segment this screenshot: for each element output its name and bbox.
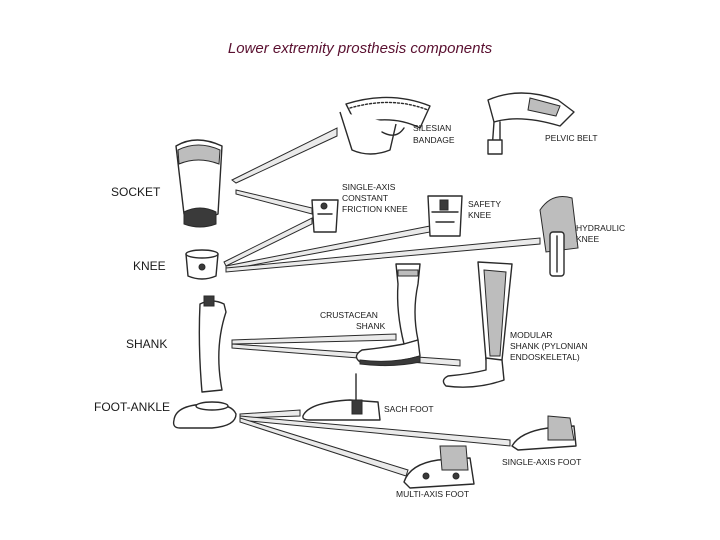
label-crustacean-shank-2: SHANK	[356, 321, 386, 331]
sach-foot-illustration	[302, 373, 381, 421]
connector-socket-silesian	[231, 127, 338, 184]
label-multi-axis-foot: MULTI-AXIS FOOT	[396, 489, 469, 499]
label-crustacean-shank-1: CRUSTACEAN	[320, 310, 378, 320]
connector-lines	[223, 127, 541, 477]
connector-knee-hydraulic	[225, 237, 541, 273]
connector-knee-single	[223, 217, 313, 267]
label-single-axis-foot: SINGLE-AXIS FOOT	[502, 457, 581, 467]
label-hydraulic-knee-2: KNEE	[576, 234, 599, 244]
hydraulic-knee-illustration	[539, 196, 579, 277]
socket-illustration	[175, 139, 223, 228]
shank-illustration	[198, 295, 227, 393]
slide-title: Lower extremity prosthesis components	[227, 40, 493, 57]
single-axis-foot-illustration	[511, 415, 577, 451]
connector-socket-knee	[235, 189, 313, 215]
modular-shank-illustration	[442, 261, 513, 388]
label-modular-shank-2: SHANK (PYLONIAN	[510, 341, 587, 351]
foot-ankle-illustration	[172, 401, 237, 429]
label-socket: SOCKET	[111, 185, 161, 199]
label-pelvic-belt: PELVIC BELT	[545, 133, 598, 143]
label-knee: KNEE	[133, 259, 166, 273]
silesian-bandage-illustration	[339, 96, 431, 155]
label-single-axis-knee-1: SINGLE-AXIS	[342, 182, 396, 192]
label-silesian-bandage-2: BANDAGE	[413, 135, 455, 145]
label-silesian-bandage: SILESIAN	[413, 123, 451, 133]
label-foot-ankle: FOOT-ANKLE	[94, 400, 170, 414]
label-single-axis-knee-3: FRICTION KNEE	[342, 204, 408, 214]
knee-illustration	[185, 249, 219, 280]
connector-foot-multi	[239, 417, 409, 477]
label-shank: SHANK	[126, 337, 167, 351]
pelvic-belt-illustration	[487, 92, 575, 155]
connector-shank-crustacean	[231, 333, 397, 345]
crustacean-shank-illustration	[355, 263, 421, 367]
label-safety-knee-1: SAFETY	[468, 199, 501, 209]
label-modular-shank-1: MODULAR	[510, 330, 553, 340]
label-single-axis-knee-2: CONSTANT	[342, 193, 388, 203]
connector-shank-modular	[231, 343, 461, 367]
label-modular-shank-3: ENDOSKELETAL)	[510, 352, 580, 362]
label-hydraulic-knee-1: HYDRAULIC	[576, 223, 625, 233]
label-sach-foot: SACH FOOT	[384, 404, 434, 414]
safety-knee-illustration	[427, 195, 463, 237]
single-axis-knee-illustration	[311, 199, 339, 233]
multi-axis-foot-illustration	[403, 445, 475, 489]
label-safety-knee-2: KNEE	[468, 210, 491, 220]
